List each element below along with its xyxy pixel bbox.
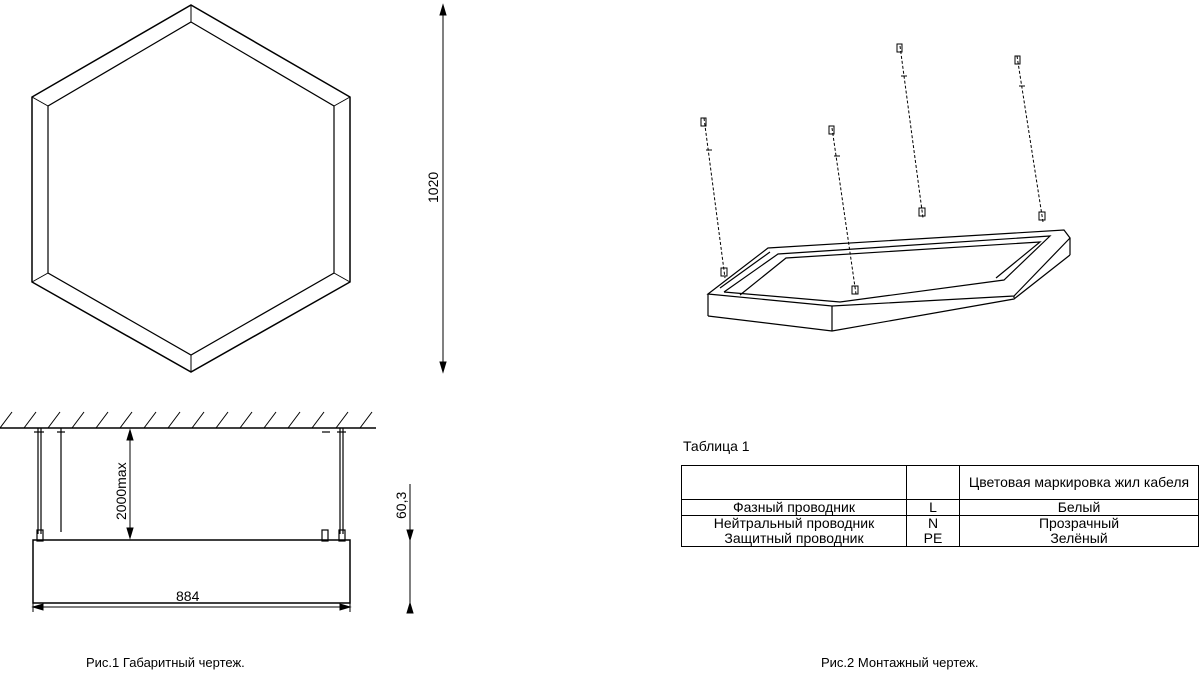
isometric-cable-fittings: [700, 43, 1046, 295]
table-row: Нейтральный проводник N Прозрачный: [681, 515, 1199, 531]
table-row: Фазный проводник L Белый: [681, 499, 1199, 516]
conductor-code: N: [906, 515, 960, 531]
table-header-cell: Цветовая маркировка жил кабеля: [959, 465, 1199, 500]
ceiling-line: [0, 411, 376, 429]
dimension-1020-label: 1020: [425, 172, 441, 203]
hexagon-top-view: [31, 4, 351, 373]
table-title: Таблица 1: [683, 438, 750, 454]
table-row: Защитный проводник PE Зелёный: [681, 531, 1199, 547]
conductor-color: Прозрачный: [959, 515, 1199, 531]
dimension-60-3-label: 60,3: [393, 492, 409, 519]
fig1-caption: Рис.1 Габаритный чертеж.: [86, 655, 245, 670]
conductor-name: Нейтральный проводник: [681, 515, 907, 531]
conductor-name: Защитный проводник: [681, 531, 907, 547]
conductor-name: Фазный проводник: [681, 499, 907, 516]
luminaire-body-side: [32, 539, 351, 604]
isometric-luminaire: [706, 229, 1071, 332]
conductor-code: L: [906, 499, 960, 516]
table-header-cell: [681, 465, 907, 500]
wire-marking-table: Цветовая маркировка жил кабеля Фазный пр…: [681, 465, 1199, 547]
dimension-884-label: 884: [176, 588, 200, 604]
suspension-cables: [34, 428, 346, 542]
dimension-1020: [439, 3, 447, 374]
dimension-2000max: [126, 428, 134, 540]
conductor-code: PE: [906, 531, 960, 547]
conductor-color: Зелёный: [959, 531, 1199, 547]
conductor-color: Белый: [959, 499, 1199, 516]
table-header-row: Цветовая маркировка жил кабеля: [681, 465, 1199, 500]
dimension-884: [31, 603, 352, 612]
table-header-cell: [906, 465, 960, 500]
fig2-caption: Рис.2 Монтажный чертеж.: [821, 655, 979, 670]
isometric-suspension-cables: [703, 45, 1044, 295]
dimension-2000max-label: 2000max: [113, 462, 129, 520]
dimension-60-3: [406, 484, 414, 614]
